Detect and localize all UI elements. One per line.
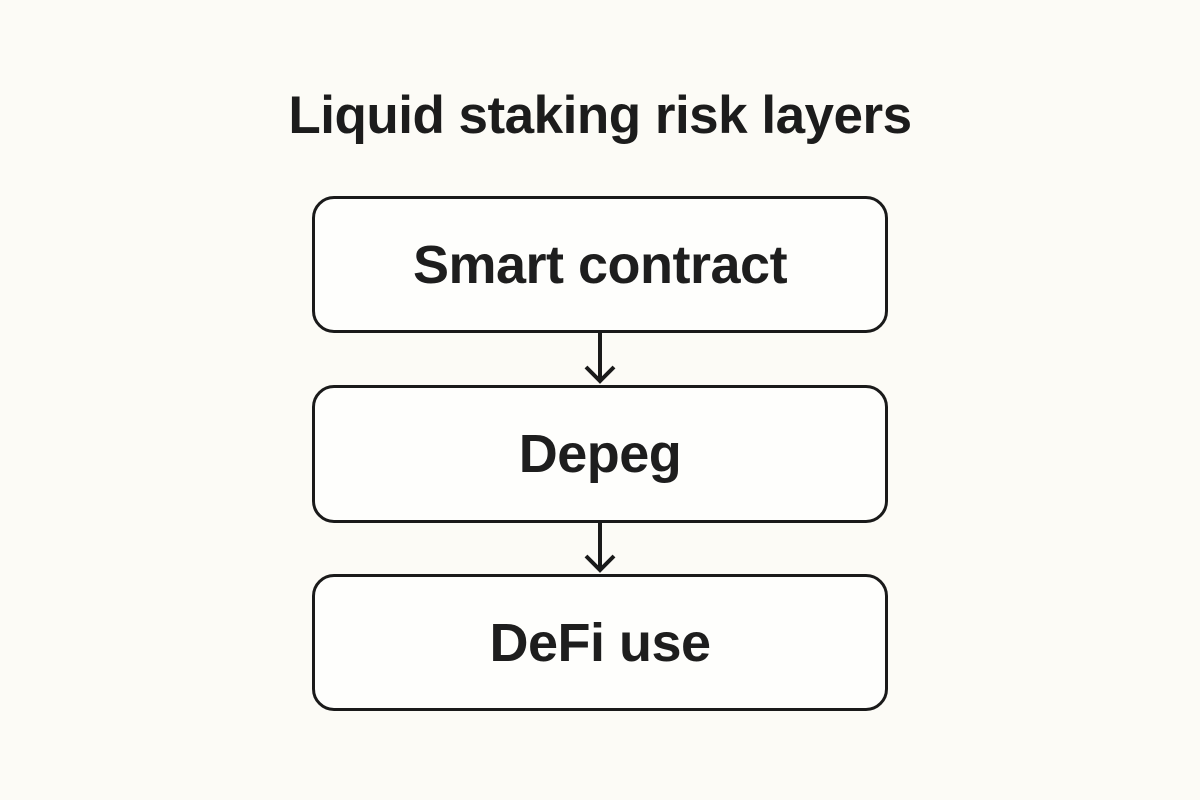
arrow-down-icon <box>580 523 620 574</box>
arrow-down-icon <box>580 333 620 385</box>
node-smart-contract-label: Smart contract <box>412 234 788 295</box>
diagram-title: Liquid staking risk layers <box>288 86 912 145</box>
node-depeg-label: Depeg <box>518 424 682 484</box>
node-defi-use: DeFi use <box>312 574 888 711</box>
node-defi-use-label: DeFi use <box>489 612 711 673</box>
node-depeg: Depeg <box>312 385 888 523</box>
node-smart-contract: Smart contract <box>312 196 888 333</box>
